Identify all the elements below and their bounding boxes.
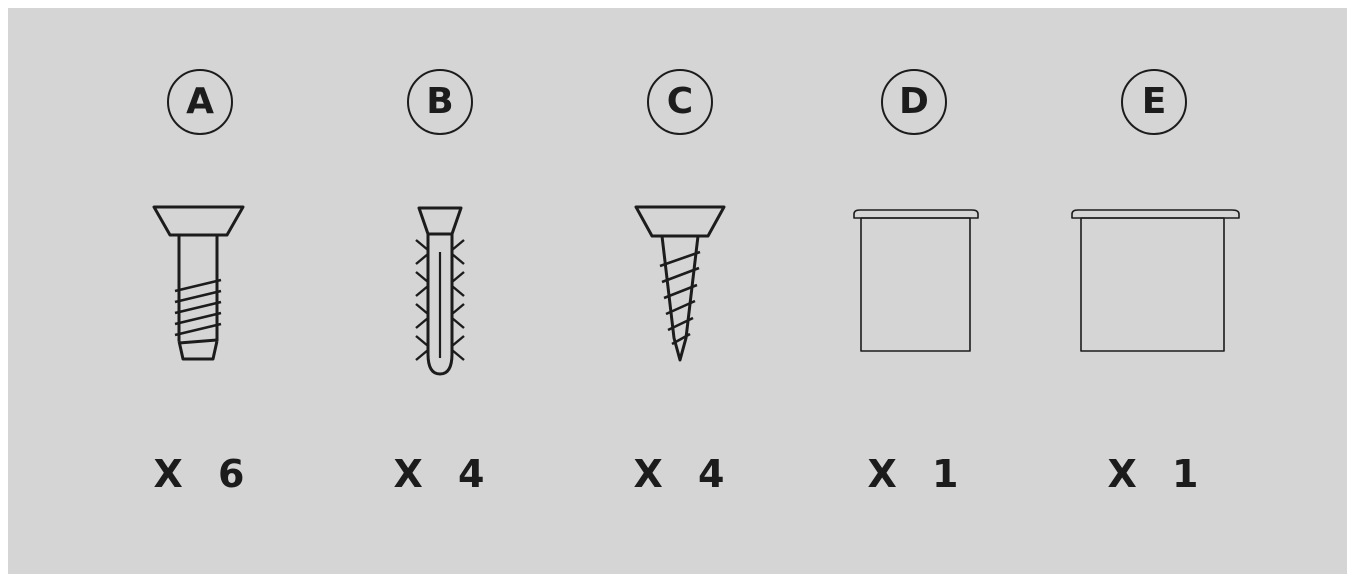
part-quantity: X 6	[80, 452, 320, 496]
part-label: E	[1142, 84, 1167, 120]
countersunk-wood-screw-icon	[560, 188, 800, 388]
countersunk-machine-screw-icon	[80, 188, 320, 388]
part-d: D X 1	[794, 8, 1034, 574]
part-label-badge: D	[881, 69, 947, 135]
part-quantity: X 1	[1034, 452, 1274, 496]
part-label: A	[186, 84, 214, 120]
wide-end-cap-icon	[1034, 188, 1274, 388]
part-b: B	[320, 8, 560, 574]
part-label: D	[899, 84, 929, 120]
part-label-badge: B	[407, 69, 473, 135]
wall-plug-anchor-icon	[320, 188, 560, 388]
part-c: C X 4	[560, 8, 800, 574]
part-label-badge: E	[1121, 69, 1187, 135]
part-a: A X 6	[80, 8, 320, 574]
part-e: E X 1	[1034, 8, 1274, 574]
part-label: C	[667, 84, 693, 120]
part-quantity: X 1	[794, 452, 1034, 496]
part-label-badge: A	[167, 69, 233, 135]
parts-diagram: A X 6 B	[8, 8, 1347, 574]
part-quantity: X 4	[320, 452, 560, 496]
part-quantity: X 4	[560, 452, 800, 496]
part-label-badge: C	[647, 69, 713, 135]
narrow-end-cap-icon	[794, 188, 1034, 388]
part-label: B	[426, 84, 453, 120]
